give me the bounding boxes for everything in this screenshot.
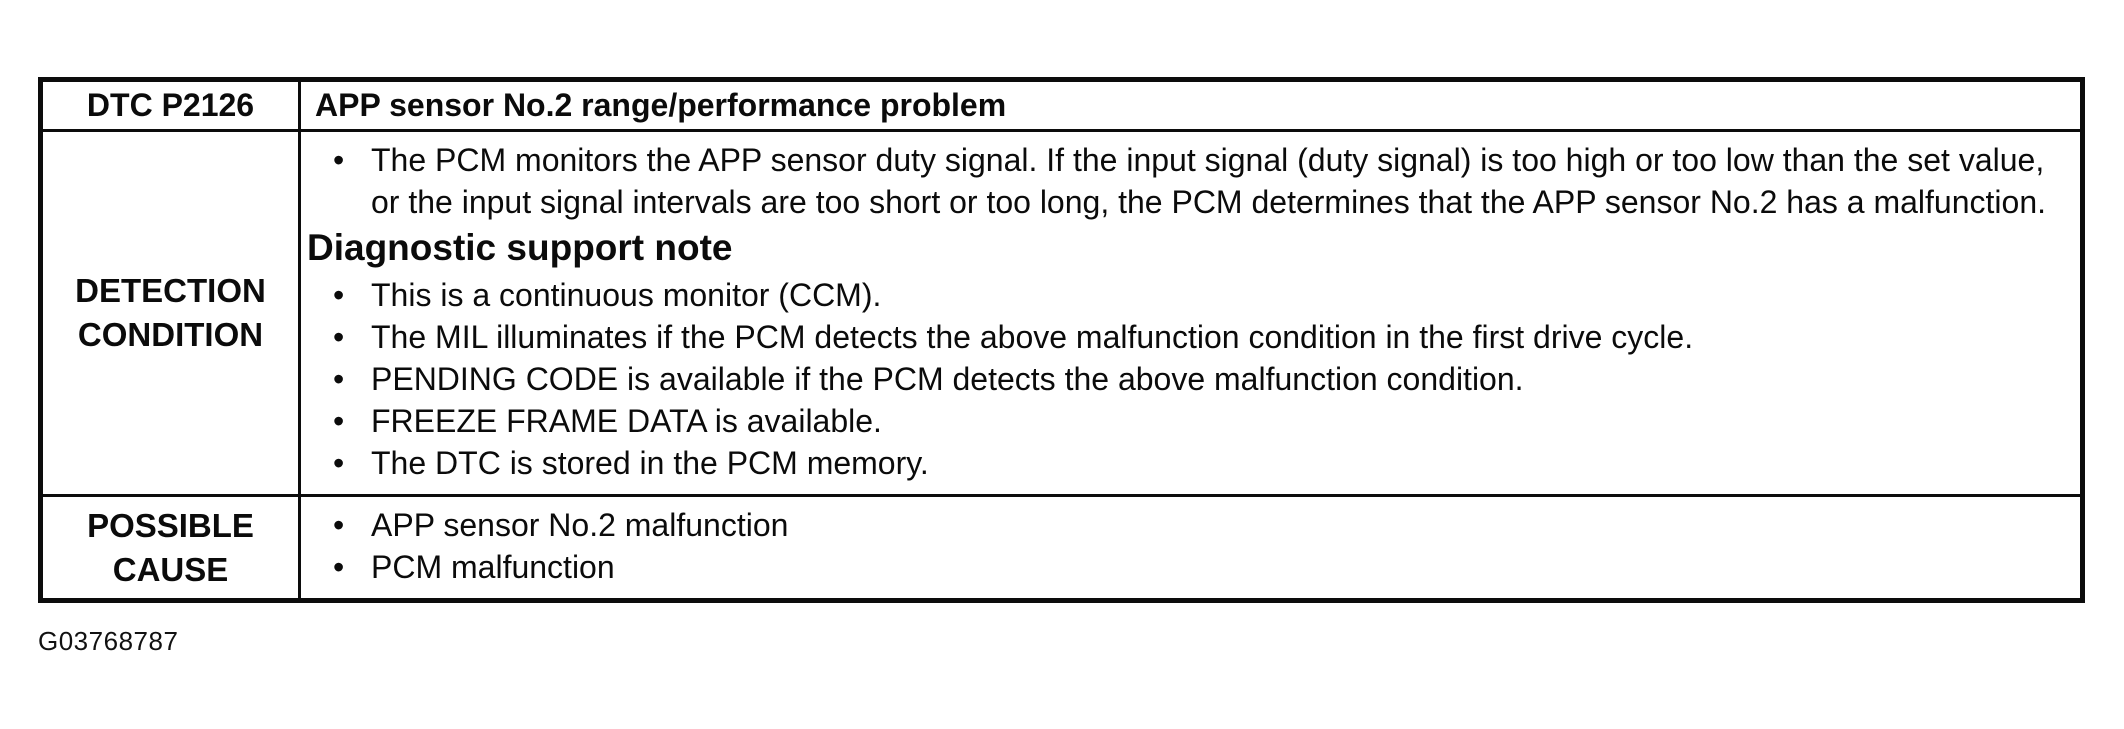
note-bullet-text: PENDING CODE is available if the PCM det… <box>371 361 1524 397</box>
possible-cause-label-line1: POSSIBLE <box>87 506 254 544</box>
detection-intro-text: The PCM monitors the APP sensor duty sig… <box>371 142 2046 220</box>
note-bullet-text: FREEZE FRAME DATA is available. <box>371 403 882 439</box>
list-item: • FREEZE FRAME DATA is available. <box>305 400 2054 442</box>
dtc-title-cell: APP sensor No.2 range/performance proble… <box>301 82 2080 132</box>
possible-cause-list: • APP sensor No.2 malfunction • PCM malf… <box>305 504 2054 588</box>
cause-bullet-text: APP sensor No.2 malfunction <box>371 507 789 543</box>
list-item: • PCM malfunction <box>305 546 2054 588</box>
detection-condition-label: DETECTION CONDITION <box>43 132 301 497</box>
possible-cause-label: POSSIBLE CAUSE <box>43 497 301 598</box>
bullet-icon: • <box>333 142 345 178</box>
bullet-icon: • <box>333 319 345 355</box>
diagnostic-support-note-heading: Diagnostic support note <box>307 227 733 268</box>
figure-id-label: G03768787 <box>38 626 179 656</box>
detection-condition-content: • The PCM monitors the APP sensor duty s… <box>301 132 2080 497</box>
bullet-icon: • <box>333 277 345 313</box>
list-item: • The DTC is stored in the PCM memory. <box>305 442 2054 484</box>
list-item: • The PCM monitors the APP sensor duty s… <box>305 139 2054 223</box>
bullet-icon: • <box>333 361 345 397</box>
note-bullet-text: This is a continuous monitor (CCM). <box>371 277 882 313</box>
dtc-code-cell: DTC P2126 <box>43 82 301 132</box>
dtc-code: DTC P2126 <box>86 87 255 123</box>
list-item: • This is a continuous monitor (CCM). <box>305 274 2054 316</box>
dtc-table: DTC P2126 APP sensor No.2 range/performa… <box>38 77 2085 603</box>
possible-cause-content: • APP sensor No.2 malfunction • PCM malf… <box>301 497 2080 598</box>
note-bullet-text: The MIL illuminates if the PCM detects t… <box>371 319 1694 355</box>
detection-note-list: • This is a continuous monitor (CCM). • … <box>305 274 2054 484</box>
bullet-icon: • <box>333 445 345 481</box>
bullet-icon: • <box>333 507 345 543</box>
possible-cause-label-line2: CAUSE <box>112 550 229 588</box>
dtc-title: APP sensor No.2 range/performance proble… <box>315 87 1007 123</box>
list-item: • The MIL illuminates if the PCM detects… <box>305 316 2054 358</box>
note-bullet-text: The DTC is stored in the PCM memory. <box>371 445 929 481</box>
detection-label-line2: CONDITION <box>77 316 264 353</box>
list-item: • APP sensor No.2 malfunction <box>305 504 2054 546</box>
detection-label-line1: DETECTION <box>75 272 266 309</box>
bullet-icon: • <box>333 403 345 439</box>
bullet-icon: • <box>333 549 345 585</box>
detection-intro-list: • The PCM monitors the APP sensor duty s… <box>305 139 2054 223</box>
cause-bullet-text: PCM malfunction <box>371 549 615 585</box>
list-item: • PENDING CODE is available if the PCM d… <box>305 358 2054 400</box>
